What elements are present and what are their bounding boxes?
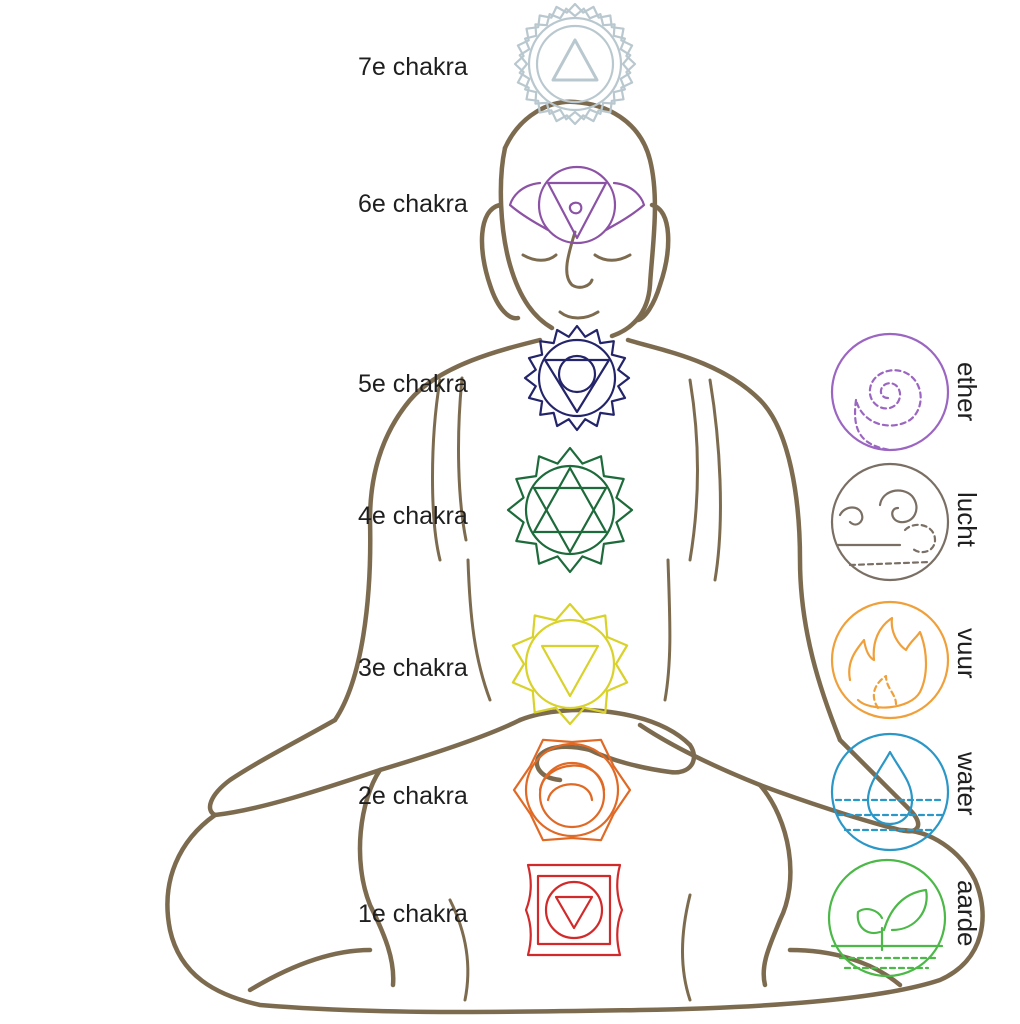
element-lucht-label: lucht bbox=[952, 492, 982, 548]
chakra-6-third-eye-icon bbox=[508, 165, 646, 245]
chakra-3-label: 3e chakra bbox=[358, 654, 468, 682]
chakra-7-label: 7e chakra bbox=[358, 53, 468, 81]
chakra-4-label: 4e chakra bbox=[358, 502, 468, 530]
flame-fire-icon bbox=[830, 600, 950, 720]
chakra-3-solar-plexus-icon bbox=[511, 602, 629, 726]
chakra-1-label: 1e chakra bbox=[358, 900, 468, 928]
chakra-1-root-icon bbox=[524, 863, 624, 957]
chakra-7-crown-icon bbox=[513, 2, 637, 126]
spiral-ether-icon bbox=[830, 332, 950, 452]
chakra-4-heart-icon bbox=[506, 446, 634, 574]
chakra-2-label: 2e chakra bbox=[358, 782, 468, 810]
element-ether-label: ether bbox=[952, 362, 982, 422]
seated-figure-outline bbox=[165, 99, 985, 1015]
chakra-5-label: 5e chakra bbox=[358, 370, 468, 398]
leaf-earth-icon bbox=[827, 858, 947, 978]
droplet-water-icon bbox=[830, 732, 950, 852]
chakra-5-throat-icon bbox=[523, 324, 631, 432]
cloud-air-icon bbox=[830, 462, 950, 582]
element-water-label: water bbox=[952, 751, 982, 816]
chakra-2-sacral-icon bbox=[512, 738, 632, 842]
element-aarde-label: aarde bbox=[952, 880, 982, 947]
chakra-6-label: 6e chakra bbox=[358, 190, 468, 218]
element-vuur-label: vuur bbox=[952, 628, 982, 679]
